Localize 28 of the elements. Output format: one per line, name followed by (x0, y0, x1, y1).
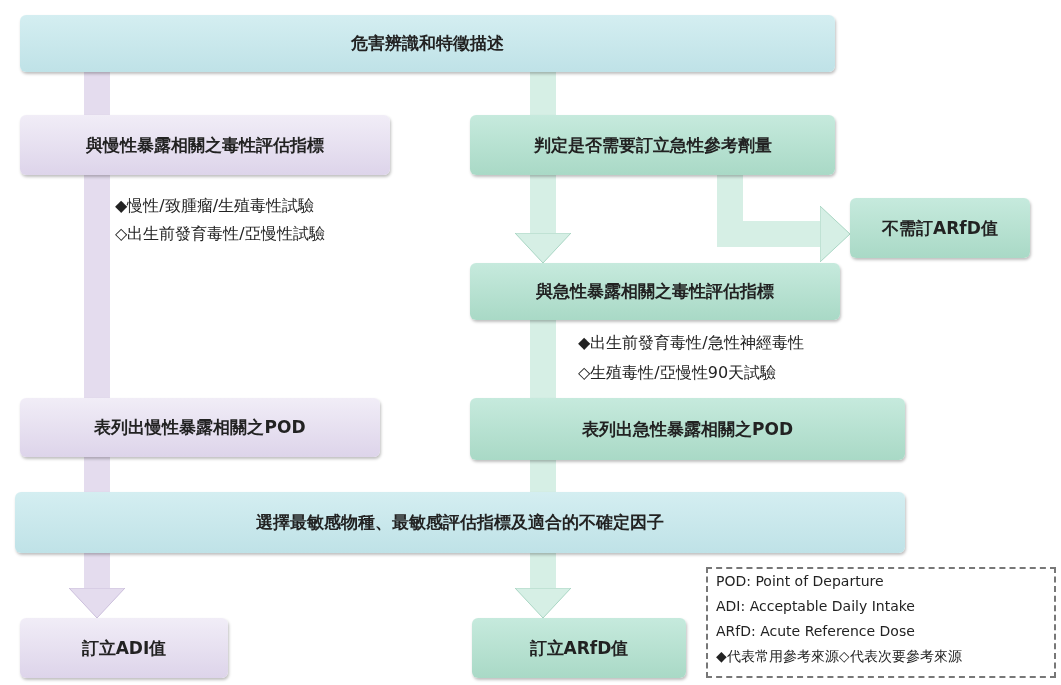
connector-band (530, 320, 556, 398)
test-list-item: ◆出生前發育毒性/急性神經毒性 (578, 333, 804, 354)
process-box: 判定是否需要訂立急性參考劑量 (470, 115, 835, 175)
test-list-item: ◇生殖毒性/亞慢性90天試驗 (578, 363, 777, 384)
block-arrow (514, 553, 572, 619)
connector-band (530, 72, 556, 115)
process-box: 表列出慢性暴露相關之POD (20, 398, 380, 457)
test-list-item: ◆慢性/致腫瘤/生殖毒性試驗 (115, 196, 315, 217)
note-text: ARfD: Acute Reference Dose (716, 623, 915, 639)
process-band: 選擇最敏感物種、最敏感評估指標及適合的不確定因子 (15, 492, 905, 553)
connector-band (84, 457, 110, 492)
process-box: 訂立ARfD值 (472, 618, 686, 678)
connector-band (84, 175, 110, 398)
process-box: 訂立ADI值 (20, 618, 228, 678)
connector-band (530, 460, 556, 492)
process-band: 危害辨識和特徵描述 (20, 15, 835, 72)
block-arrow (717, 175, 851, 263)
process-box: 表列出急性暴露相關之POD (470, 398, 905, 460)
block-arrow (68, 553, 126, 619)
block-arrow (514, 175, 572, 264)
note-text: ADI: Acceptable Daily Intake (716, 598, 915, 614)
process-box: 與慢性暴露相關之毒性評估指標 (20, 115, 390, 175)
connector-band (84, 72, 110, 115)
test-list-item: ◇出生前發育毒性/亞慢性試驗 (115, 224, 325, 245)
process-box: 不需訂ARfD值 (850, 198, 1030, 258)
process-box: 與急性暴露相關之毒性評估指標 (470, 263, 840, 320)
note-text: ◆代表常用參考來源◇代表次要參考來源 (716, 648, 962, 666)
note-text: POD: Point of Departure (716, 573, 884, 589)
